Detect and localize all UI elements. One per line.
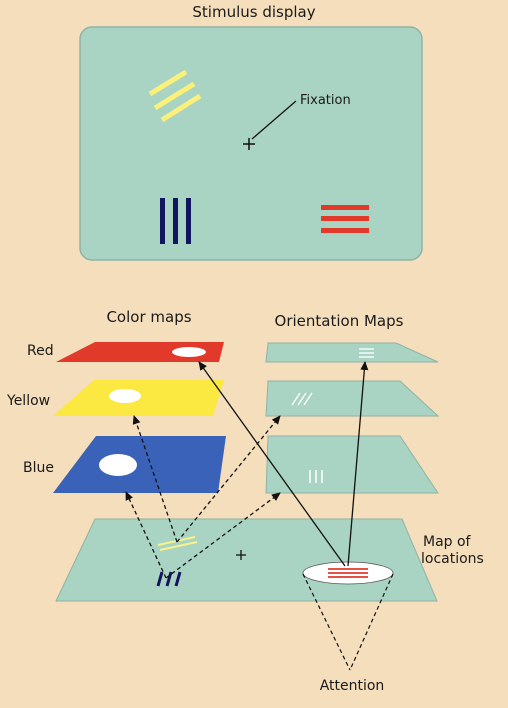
- map-of-locations-label-line2: locations: [421, 551, 484, 567]
- attention-label: Attention: [320, 678, 385, 694]
- fixation-label: Fixation: [300, 93, 351, 108]
- dashed-arrow-to-vertical-map: [165, 492, 281, 579]
- navy-vertical-bars: [160, 198, 191, 244]
- vertical-orientation-marks: [309, 470, 323, 483]
- vertical-orientation-map: [265, 435, 439, 494]
- dashed-arrows: [125, 415, 281, 579]
- yellow-diagonal-bars: [148, 69, 202, 123]
- attention-cone: [302, 573, 394, 671]
- blue-map-label: Blue: [23, 460, 54, 476]
- dashed-arrow-to-yellow-map: [132, 415, 178, 543]
- blue-map-active-spot: [99, 454, 137, 476]
- solid-arrows: [198, 361, 369, 567]
- dashed-arrow-to-blue-map: [125, 491, 167, 579]
- horizontal-orientation-map: [265, 342, 439, 363]
- red-map-label: Red: [27, 343, 54, 359]
- red-map-active-spot: [172, 347, 206, 357]
- stimulus-display-title: Stimulus display: [192, 3, 315, 21]
- location-navy-marks: [156, 571, 182, 587]
- color-maps-header: Color maps: [106, 308, 191, 326]
- location-map: [55, 518, 438, 602]
- diagonal-orientation-marks: [291, 392, 313, 406]
- location-fixation-cross: [236, 550, 246, 560]
- red-color-map: [56, 342, 224, 362]
- diagonal-orientation-map: [265, 380, 440, 417]
- arrow-to-red-map: [198, 361, 346, 567]
- fixation-pointer-line: [251, 100, 297, 140]
- yellow-map-label: Yellow: [6, 393, 50, 409]
- red-horizontal-bars: [321, 205, 369, 233]
- fixation-cross: [243, 138, 255, 150]
- dashed-arrow-to-diagonal-map: [176, 415, 281, 543]
- yellow-map-active-spot: [109, 389, 141, 403]
- horizontal-orientation-marks: [359, 348, 374, 358]
- blue-color-map: [53, 436, 226, 493]
- orientation-maps-header: Orientation Maps: [275, 312, 404, 330]
- map-of-locations-label-line1: Map of: [423, 534, 472, 550]
- arrow-to-horizontal-map: [347, 361, 369, 567]
- location-red-marks: [328, 568, 368, 578]
